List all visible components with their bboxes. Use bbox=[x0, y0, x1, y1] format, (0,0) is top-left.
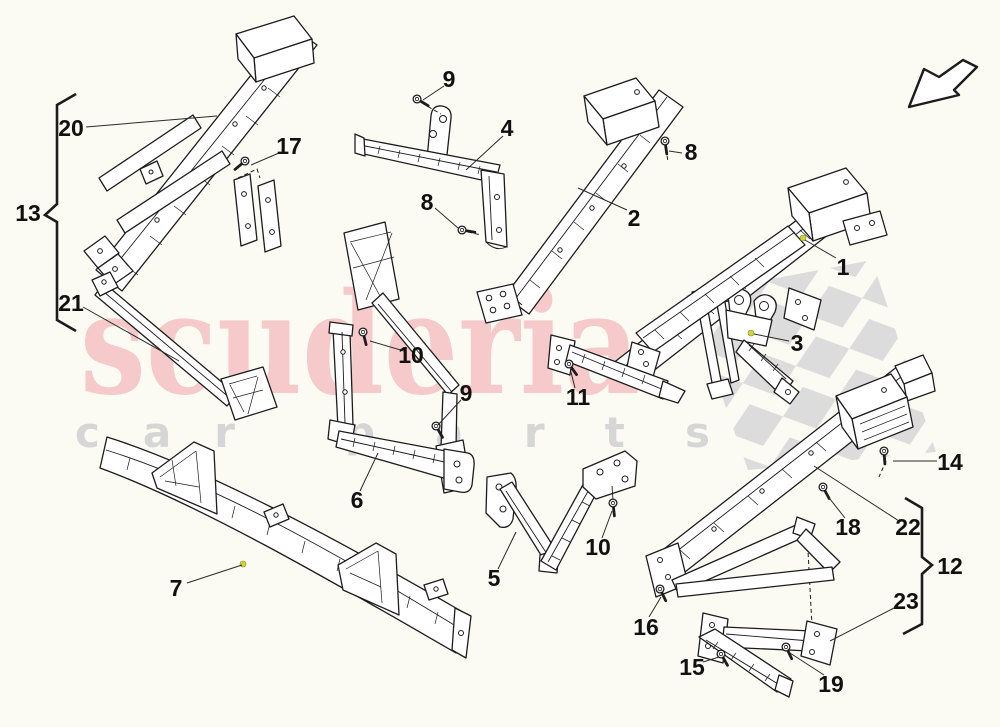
leader-line bbox=[82, 306, 180, 362]
part-callout-1: 1 bbox=[837, 254, 850, 280]
part-callout-9: 9 bbox=[443, 66, 456, 92]
leader-line bbox=[829, 606, 897, 642]
leader-line bbox=[577, 187, 628, 211]
part-callout-7: 7 bbox=[170, 575, 183, 601]
leader-line bbox=[422, 85, 445, 101]
part-callout-12: 12 bbox=[937, 553, 963, 579]
part-callout-20: 20 bbox=[58, 115, 84, 141]
bolt-icon bbox=[781, 642, 794, 661]
leader-line bbox=[497, 531, 517, 570]
bolt-icon bbox=[233, 156, 250, 171]
part-bracket-4 bbox=[237, 105, 508, 250]
part-mount-3 bbox=[725, 288, 800, 405]
part-callout-5: 5 bbox=[488, 565, 501, 591]
leader-line bbox=[789, 652, 825, 676]
part-strut-21 bbox=[91, 271, 278, 421]
part-callout-15: 15 bbox=[679, 654, 705, 680]
bolt-icon bbox=[431, 421, 444, 439]
part-callout-18: 18 bbox=[835, 514, 861, 540]
leader-line bbox=[369, 340, 405, 352]
leader-line bbox=[804, 239, 837, 259]
leader-line bbox=[825, 493, 846, 519]
highlight-dots bbox=[239, 234, 807, 568]
leader-line bbox=[601, 510, 613, 539]
group-bracket-13 bbox=[42, 92, 77, 333]
leader-line bbox=[186, 564, 243, 584]
leader-line bbox=[648, 596, 662, 618]
part-callout-10: 10 bbox=[398, 342, 424, 368]
leader-line bbox=[702, 656, 720, 663]
bolt-icon bbox=[412, 94, 442, 115]
leader-line bbox=[570, 371, 576, 389]
leader-line bbox=[250, 152, 280, 166]
part-callout-21: 21 bbox=[58, 290, 84, 316]
leader-line bbox=[359, 452, 379, 492]
leader-line bbox=[85, 115, 218, 128]
direction-arrow-icon bbox=[907, 58, 979, 109]
bolt-icon bbox=[457, 225, 482, 236]
part-callout-13: 13 bbox=[15, 200, 41, 226]
part-callout-10: 10 bbox=[585, 534, 611, 560]
part-callout-8: 8 bbox=[421, 189, 434, 215]
leader-line bbox=[813, 465, 900, 522]
bolt-icon bbox=[655, 584, 668, 603]
part-callout-9: 9 bbox=[460, 380, 473, 406]
part-callout-23: 23 bbox=[893, 588, 919, 614]
leader-line bbox=[753, 333, 790, 342]
part-callout-17: 17 bbox=[276, 133, 302, 159]
part-rail-2 bbox=[476, 77, 684, 324]
leader-line bbox=[434, 207, 459, 229]
leader-line bbox=[465, 135, 504, 171]
part-callout-6: 6 bbox=[351, 487, 364, 513]
part-bumper-beam-7 bbox=[99, 436, 472, 659]
bolt-icon bbox=[660, 136, 670, 163]
part-callout-2: 2 bbox=[628, 205, 641, 231]
group-bracket-12 bbox=[902, 496, 935, 636]
part-callout-8: 8 bbox=[685, 139, 698, 165]
highlight-dot bbox=[747, 329, 755, 337]
bolt-icon bbox=[358, 327, 368, 347]
bolt-icon bbox=[878, 446, 889, 478]
bolt-icon bbox=[716, 649, 729, 667]
part-callout-4: 4 bbox=[501, 115, 514, 141]
part-callout-22: 22 bbox=[895, 514, 921, 540]
part-callout-16: 16 bbox=[633, 614, 659, 640]
part-bracket-6 bbox=[327, 321, 475, 493]
part-callout-3: 3 bbox=[791, 330, 804, 356]
leader-line bbox=[437, 399, 462, 426]
part-callout-19: 19 bbox=[818, 671, 844, 697]
part-callout-11: 11 bbox=[566, 384, 591, 410]
part-frame-12 bbox=[645, 354, 936, 698]
bolt-icon bbox=[608, 498, 618, 518]
highlight-dot bbox=[799, 234, 807, 242]
highlight-dot bbox=[239, 560, 247, 568]
bolt-icon bbox=[564, 359, 578, 377]
fasteners bbox=[233, 94, 889, 667]
part-v-brace-5 bbox=[485, 450, 638, 574]
leader-line bbox=[668, 150, 683, 154]
part-callout-14: 14 bbox=[937, 449, 963, 475]
